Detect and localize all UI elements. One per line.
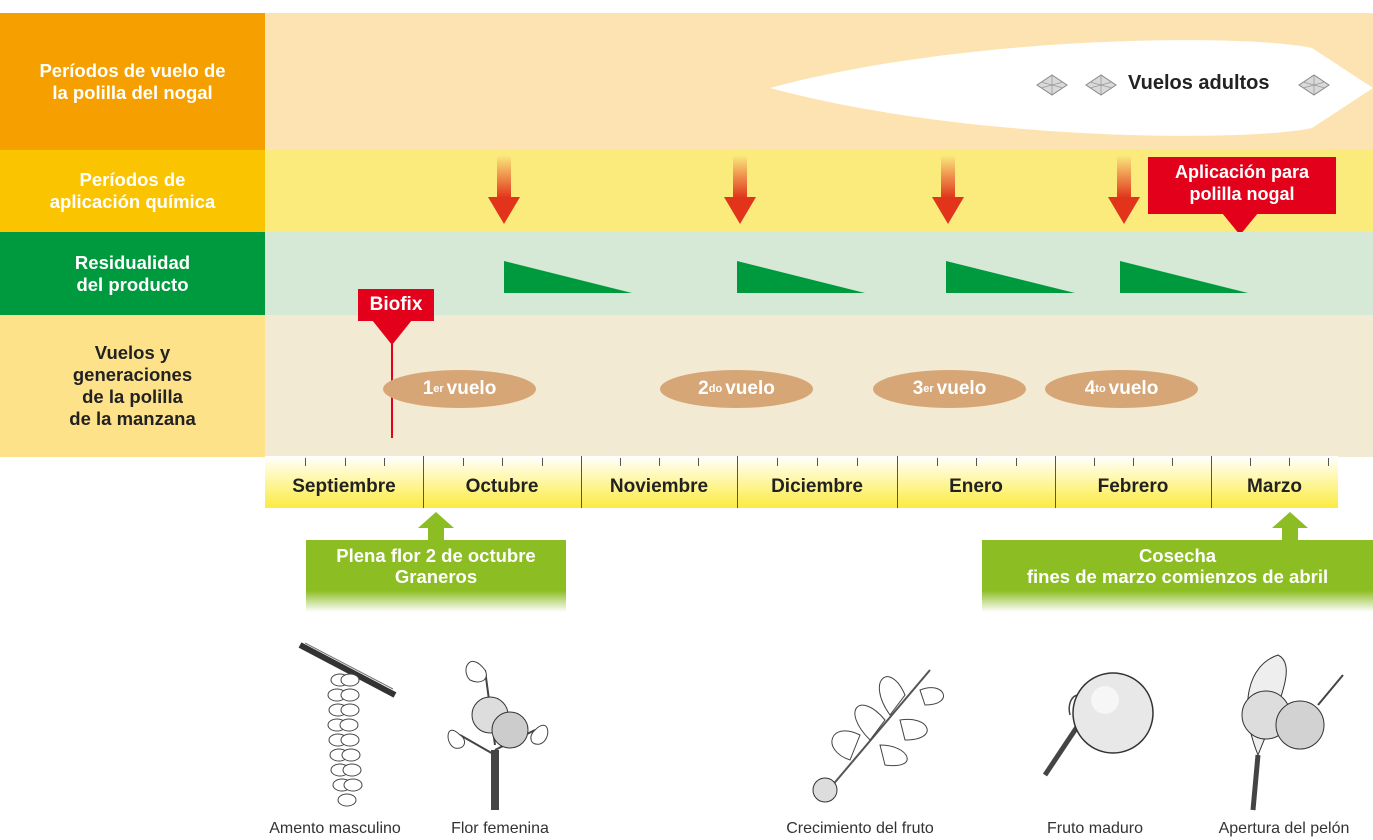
female-flower-illustration [440, 640, 555, 815]
caption-hull-split: Apertura del pelón [1195, 820, 1373, 838]
month-enero: Enero [897, 476, 1055, 498]
week-tick [345, 458, 346, 466]
bloom-arrow [418, 512, 454, 542]
week-tick [937, 458, 938, 466]
fruit-growth-illustration [790, 650, 960, 810]
month-diciembre: Diciembre [737, 476, 897, 498]
week-tick [542, 458, 543, 466]
week-tick [1172, 458, 1173, 466]
week-tick [698, 458, 699, 466]
week-tick [777, 458, 778, 466]
week-tick [305, 458, 306, 466]
harvest-arrow [1272, 512, 1308, 542]
hull-split-illustration [1218, 645, 1353, 815]
week-tick [620, 458, 621, 466]
month-noviembre: Noviembre [581, 476, 737, 498]
residual-wedge [946, 261, 1075, 293]
month-octubre: Octubre [423, 476, 581, 498]
week-tick [1250, 458, 1251, 466]
week-tick [502, 458, 503, 466]
week-tick [463, 458, 464, 466]
row-label-codling: Vuelos y generaciones de la polilla de l… [0, 315, 265, 457]
week-tick [857, 458, 858, 466]
month-febrero: Febrero [1055, 476, 1211, 498]
residual-wedges [0, 0, 1373, 320]
residual-wedge [737, 261, 865, 293]
week-tick [384, 458, 385, 466]
harvest-box: Cosecha fines de marzo comienzos de abri… [982, 540, 1373, 612]
caption-male-catkin: Amento masculino [250, 820, 420, 838]
month-septiembre: Septiembre [265, 476, 423, 498]
week-tick [1133, 458, 1134, 466]
caption-ripe-fruit: Fruto maduro [1030, 820, 1160, 838]
male-catkin-illustration [295, 625, 405, 820]
week-tick [1289, 458, 1290, 466]
month-marzo: Marzo [1211, 476, 1338, 498]
bloom-box: Plena flor 2 de octubre Graneros [306, 540, 566, 612]
week-tick [1016, 458, 1017, 466]
ripe-fruit-illustration [1040, 655, 1155, 785]
week-tick [976, 458, 977, 466]
caption-female-flower: Flor femenina [435, 820, 565, 838]
week-tick [817, 458, 818, 466]
residual-wedge [1120, 261, 1248, 293]
residual-wedge [504, 261, 632, 293]
caption-fruit-growth: Crecimiento del fruto [760, 820, 960, 838]
week-tick [659, 458, 660, 466]
week-tick [1094, 458, 1095, 466]
week-tick [1328, 458, 1329, 466]
biofix-label: Biofix [358, 289, 434, 321]
